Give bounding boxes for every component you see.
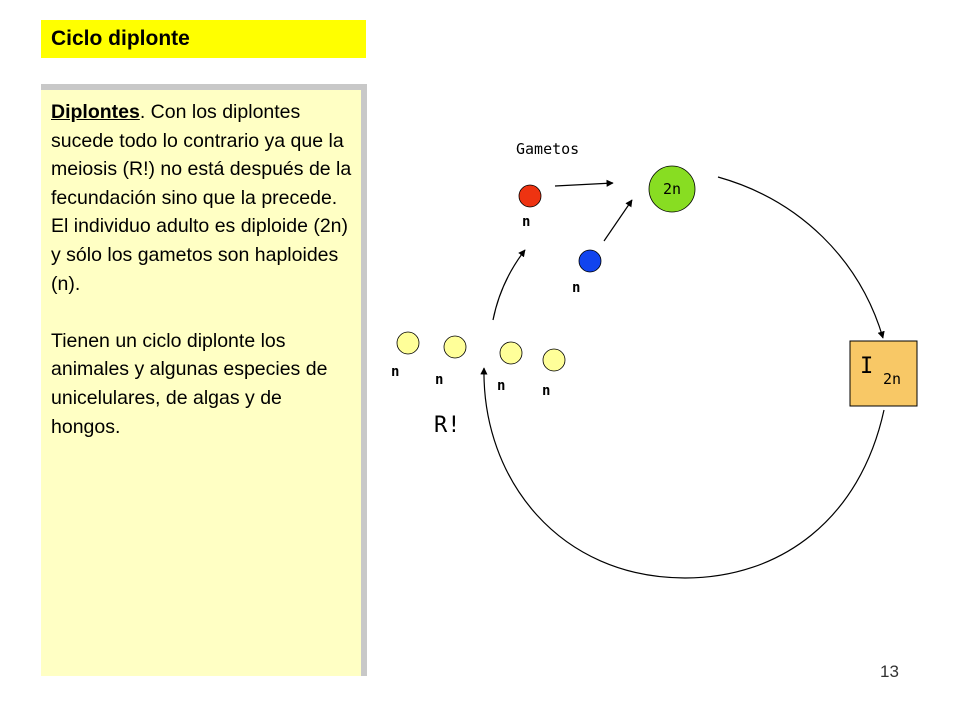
paragraph-2: Tienen un ciclo diplonte los animales y … <box>51 329 328 438</box>
zygote-circle <box>648 165 696 213</box>
life-cycle-diagram: Gametos n n 2n I 2n n n n n R! <box>391 140 918 579</box>
spore-2 <box>443 335 467 359</box>
term-diplontes: Diplontes <box>51 101 140 123</box>
individual-label: I <box>860 354 873 379</box>
spore-2-n-label: n <box>435 372 443 388</box>
slide-title-bar: Ciclo diplonte <box>41 20 366 58</box>
meiosis-label: R! <box>434 413 461 438</box>
arrow-blue-gamete-to-zygote <box>603 199 633 242</box>
spore-4-n-label: n <box>542 383 550 399</box>
text-box: Diplontes. Con los diplontes sucede todo… <box>41 84 367 676</box>
spore-4 <box>542 348 566 372</box>
spore-1 <box>396 331 420 355</box>
slide-title: Ciclo diplonte <box>51 27 190 50</box>
page-number: 13 <box>880 662 899 681</box>
arc-zygote-to-individual <box>717 176 885 339</box>
individual-subscript: 2n <box>883 370 901 388</box>
arc-spores-to-gametes <box>492 249 526 321</box>
arc-individual-to-meiosis <box>480 367 885 579</box>
blue-gamete-n-label: n <box>572 280 580 296</box>
blue-gamete <box>578 249 602 273</box>
paragraph-1: Diplontes. Con los diplontes sucede todo… <box>51 98 353 298</box>
spore-3-n-label: n <box>497 378 505 394</box>
zygote-label: 2n <box>663 180 681 198</box>
individual-box <box>849 340 918 407</box>
red-gamete <box>518 184 542 208</box>
gametes-label: Gametos <box>516 140 579 158</box>
spore-1-n-label: n <box>391 364 399 380</box>
arrow-red-gamete-to-zygote <box>554 179 614 187</box>
spore-3 <box>499 341 523 365</box>
paragraph-1-body: . Con los diplontes sucede todo lo contr… <box>51 101 352 295</box>
red-gamete-n-label: n <box>522 214 530 230</box>
